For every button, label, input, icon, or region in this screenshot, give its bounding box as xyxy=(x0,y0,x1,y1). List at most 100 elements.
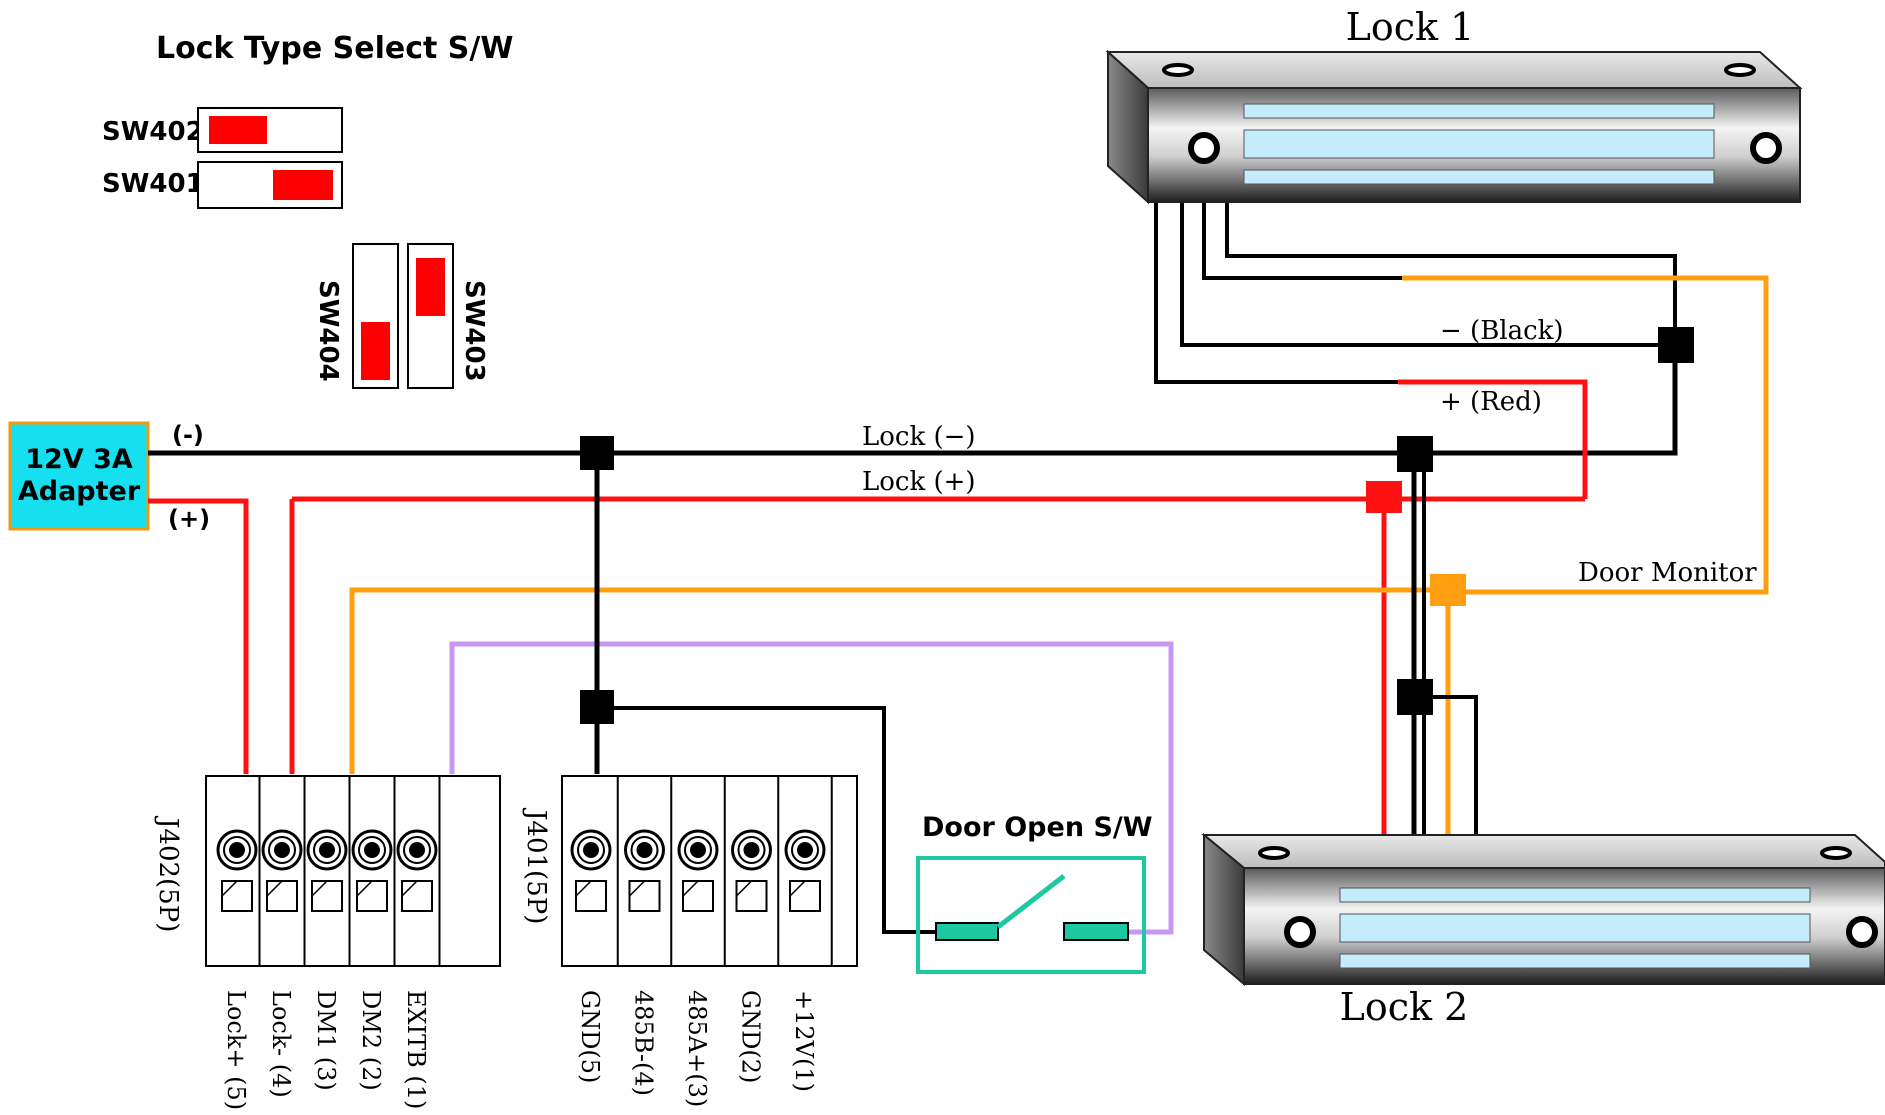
sw403-label: SW403 xyxy=(459,280,489,382)
j401-body xyxy=(561,775,858,967)
j401-pin-label: +12V(1) xyxy=(790,990,818,1092)
j401-terminal-center xyxy=(690,842,706,858)
junction-lock2-black xyxy=(1397,679,1433,715)
j402-pin-label: DM1 (3) xyxy=(312,990,340,1091)
j402-terminal-center xyxy=(274,842,290,858)
junction-lock1-black xyxy=(1658,327,1694,363)
j401-pin-label: GND(5) xyxy=(576,990,604,1083)
j401-connector: J401(5P) GND(5)485B-(4)485A+(3)GND(2)+12… xyxy=(521,775,858,1107)
wire-lock1-a xyxy=(1154,199,1398,384)
sw401-label: SW401 xyxy=(102,169,204,199)
junction-lockminus-right xyxy=(1397,436,1433,472)
j402-terminal-center xyxy=(409,842,425,858)
lock2-device: Lock 2 xyxy=(1201,832,1885,1029)
j401-wire-entry xyxy=(682,880,714,912)
j402-wire-entry xyxy=(221,880,253,912)
j402-pin-label: EXITB (1) xyxy=(402,990,430,1109)
wire-lock2-black-c xyxy=(1414,695,1478,835)
adapter-line1: 12V 3A xyxy=(25,444,133,475)
door-switch-box[interactable] xyxy=(916,856,1146,974)
door-open-switch: Door Open S/W xyxy=(916,812,1153,974)
j401-terminal-center xyxy=(743,842,760,858)
wire-gnd-door xyxy=(597,706,936,934)
wire-adapter-plus xyxy=(148,498,249,774)
j402-wire-entry xyxy=(311,880,343,912)
lock1-device: Lock 1 xyxy=(1105,5,1803,205)
lock2-screw-left xyxy=(1284,916,1316,948)
junction-red xyxy=(1366,481,1402,513)
j402-wire-entry-mark xyxy=(401,880,418,897)
j401-wire-entry-mark xyxy=(575,880,592,897)
j402-wire-entry xyxy=(266,880,298,912)
j401-wire-entry-mark xyxy=(735,880,753,897)
junction-orange xyxy=(1430,574,1466,606)
j402-wire-entry-mark xyxy=(311,880,328,897)
wire-lock1-orange xyxy=(1402,275,1769,595)
lock1-top-face xyxy=(1105,51,1803,89)
lock1-screw-left xyxy=(1188,132,1220,164)
lock2-strip-middle xyxy=(1339,913,1811,943)
sw404-knob xyxy=(361,322,390,380)
lock2-top-hole-left xyxy=(1258,846,1290,860)
adapter-box xyxy=(8,421,150,531)
lock-type-select-section: Lock Type Select S/W SW402 SW401 SW404 S… xyxy=(102,31,513,389)
wire-lock-minus xyxy=(148,345,1678,456)
j402-terminal-center xyxy=(364,842,380,858)
sw401-knob xyxy=(273,170,333,200)
j402-wire-entry-mark xyxy=(266,880,283,897)
lock1-strip-bottom xyxy=(1243,169,1715,185)
lock2-screw-right xyxy=(1846,916,1878,948)
wire-label-lock-minus: Lock (−) xyxy=(862,422,976,452)
j401-wire-entry xyxy=(628,880,661,912)
j401-pin-label: 485B-(4) xyxy=(630,990,658,1096)
j401-wire-entry-mark xyxy=(789,880,806,897)
j401-name: J401(5P) xyxy=(521,807,551,924)
lock1-top-hole-left xyxy=(1162,63,1194,77)
door-switch-contact-left xyxy=(935,922,999,941)
j402-terminal-center xyxy=(319,842,335,858)
door-switch-contact-right xyxy=(1063,922,1129,941)
j401-wire-entry xyxy=(575,880,607,912)
door-switch-title: Door Open S/W xyxy=(922,812,1153,843)
lock2-strip-bottom xyxy=(1339,953,1811,969)
lock1-strip-middle xyxy=(1243,129,1715,159)
j402-pin-label: DM2 (2) xyxy=(357,990,385,1091)
wire-label-lock-plus: Lock (+) xyxy=(862,467,976,497)
j401-wire-entry-mark xyxy=(682,880,699,897)
j401-wire-entry-mark xyxy=(628,880,646,897)
lock1-screw-right xyxy=(1750,132,1782,164)
wire-exitb xyxy=(449,641,1174,935)
junction-lockminus-left xyxy=(580,436,614,470)
lock1-strip-top xyxy=(1243,103,1715,119)
adapter-plus-label: (+) xyxy=(168,505,210,533)
wire-label-black: − (Black) xyxy=(1440,316,1564,346)
j401-wire-entry xyxy=(735,880,768,912)
wire-lock1-c xyxy=(1202,199,1402,280)
j402-pin-label: Lock+ (5) xyxy=(222,990,250,1110)
j402-body xyxy=(205,775,501,967)
j401-terminal-center xyxy=(583,842,599,858)
door-switch-lever xyxy=(996,874,1066,929)
adapter-minus-label: (-) xyxy=(172,421,204,449)
wire-lock1-b xyxy=(1180,199,1675,347)
j402-wire-entry xyxy=(356,880,388,912)
wire-dm xyxy=(349,587,1448,774)
j402-pin-label: Lock- (4) xyxy=(267,990,295,1098)
wire-label-red: + (Red) xyxy=(1440,387,1542,417)
lock2-top-face xyxy=(1201,834,1885,869)
wire-lock1-red xyxy=(1398,379,1588,499)
j402-wire-entry-mark xyxy=(356,880,373,897)
lock1-top-hole-right xyxy=(1724,63,1756,77)
j402-wire-entry xyxy=(401,880,433,912)
wire-lock1-d xyxy=(1225,199,1677,345)
switch-section-title: Lock Type Select S/W xyxy=(156,31,513,66)
j401-wire-entry xyxy=(789,880,821,912)
sw402-knob xyxy=(209,116,267,144)
lock2-strip-top xyxy=(1339,887,1811,903)
lock2-top-hole-right xyxy=(1820,846,1852,860)
sw404-switch[interactable] xyxy=(352,243,399,389)
j401-pin-label: 485A+(3) xyxy=(683,990,711,1107)
adapter-line2: Adapter xyxy=(18,476,141,507)
j401-terminal-center xyxy=(797,842,813,858)
